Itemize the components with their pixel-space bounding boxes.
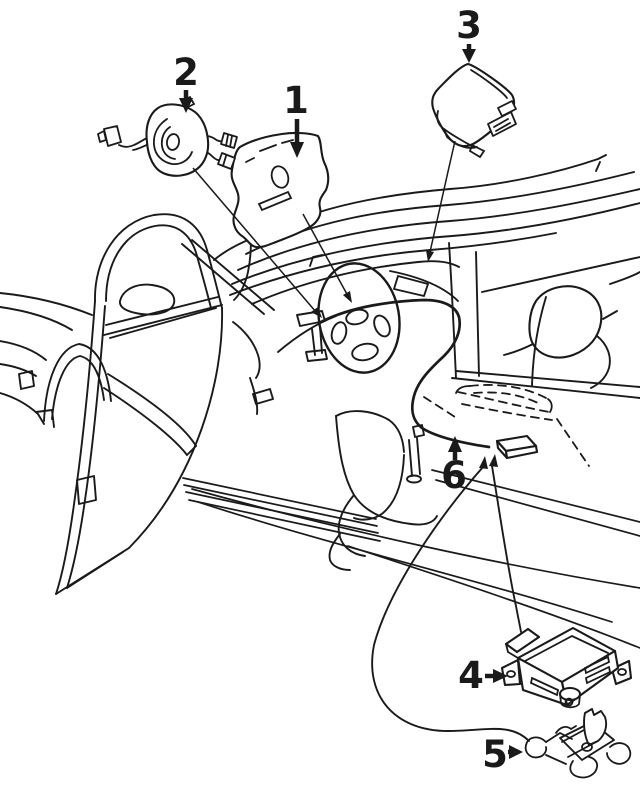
clockspring-housing [145, 103, 210, 177]
callout-3: 3 [456, 4, 482, 63]
mount-flange-right [610, 659, 633, 686]
clockspring-connector-lower [217, 152, 236, 170]
passenger-airbag-module [431, 62, 517, 159]
bracket-tower [583, 708, 608, 746]
harness-connector [495, 434, 539, 460]
seatbelt-anchor [408, 437, 421, 477]
module-connector-tab [504, 627, 541, 654]
airbag-control-module [500, 626, 633, 709]
callout-5: 5 [482, 733, 523, 776]
callout-4: 4 [458, 654, 508, 697]
callout-1-label: 1 [283, 79, 309, 122]
side-mirror [119, 283, 176, 316]
rocker-sill-lines [182, 469, 640, 649]
cowl-line [251, 260, 460, 305]
clockspring [97, 95, 238, 177]
callout-2-label: 2 [173, 51, 199, 94]
leader-lines [192, 140, 456, 318]
callout-6: 6 [441, 436, 467, 497]
callout-5-label: 5 [482, 733, 508, 776]
passenger-airbag-connector [487, 111, 517, 137]
side-marker-lamp [18, 370, 35, 390]
rear-headrest [528, 285, 603, 359]
callout-3-label: 3 [456, 4, 482, 47]
wheel-arch [43, 343, 112, 422]
driver-seat [328, 410, 438, 571]
clockspring-connector-left [103, 125, 122, 147]
callout-1: 1 [283, 79, 309, 158]
spiral-coil [153, 118, 193, 165]
mounting-bracket [524, 708, 632, 779]
mount-flange-left [500, 658, 522, 687]
bracket-right-hook [606, 742, 632, 765]
driver-airbag-module [230, 131, 330, 249]
callout-4-label: 4 [458, 654, 484, 697]
wiring-harness [319, 298, 530, 742]
b-pillar [448, 242, 457, 379]
bracket-left-hook [524, 736, 548, 759]
harness-arrowhead-right [489, 454, 498, 467]
harness-loop-to-bracket [371, 466, 530, 742]
bracket-foot [569, 756, 599, 779]
door-pocket [76, 475, 97, 505]
harness-to-module [491, 465, 522, 633]
door-armrest [107, 373, 197, 447]
open-door [55, 213, 223, 595]
emblem-oval [270, 165, 290, 189]
callout-2: 2 [173, 51, 199, 113]
console-hidden-outline [423, 384, 590, 467]
clockspring-connector-upper [220, 132, 238, 149]
rear-seatback [590, 335, 611, 389]
steering-wheel [317, 262, 401, 374]
dash-vent [393, 275, 429, 297]
vehicle-body-outline [0, 154, 640, 649]
callout-6-label: 6 [441, 454, 467, 497]
harness-arrowhead-left [479, 456, 488, 469]
harness-clip [412, 424, 425, 438]
